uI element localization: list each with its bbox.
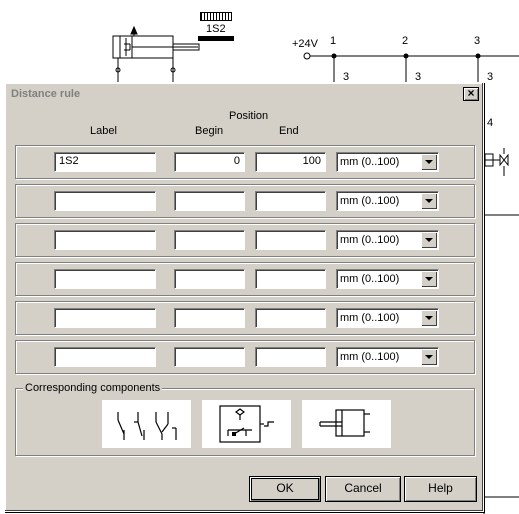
- end-field[interactable]: [255, 230, 326, 250]
- chevron-down-icon[interactable]: [421, 232, 437, 248]
- unit-select-value: mm (0..100): [340, 312, 400, 324]
- cylinder-tile[interactable]: [302, 400, 391, 448]
- unit-select-value: mm (0..100): [340, 156, 400, 168]
- proximity-sensor-icon: [219, 405, 274, 443]
- distance-rule-dialog: Distance rule × Position Label Begin End…: [4, 82, 484, 512]
- chevron-down-icon[interactable]: [421, 154, 437, 170]
- unit-select[interactable]: mm (0..100): [336, 191, 439, 211]
- chevron-down-icon[interactable]: [421, 349, 437, 365]
- unit-select[interactable]: mm (0..100): [336, 269, 439, 289]
- unit-select-value: mm (0..100): [340, 351, 400, 363]
- dialog-titlebar[interactable]: Distance rule ×: [7, 85, 481, 103]
- unit-select-value: mm (0..100): [340, 195, 400, 207]
- close-button[interactable]: ×: [463, 87, 479, 101]
- rule-row-2: mm (0..100): [15, 184, 475, 218]
- label-field[interactable]: [54, 269, 156, 289]
- branch-label-1: 3: [343, 71, 350, 83]
- unit-select[interactable]: mm (0..100): [336, 347, 439, 367]
- position-header: Position: [229, 110, 269, 122]
- label-field[interactable]: [54, 230, 156, 250]
- begin-field[interactable]: [174, 230, 245, 250]
- rule-row-1: 1S2 0 100 mm (0..100): [15, 145, 475, 179]
- proximity-sensor-tile[interactable]: [202, 400, 291, 448]
- begin-field[interactable]: [174, 269, 245, 289]
- switch-label: 1S2: [206, 23, 226, 35]
- branch-label-3: 3: [487, 71, 494, 83]
- unit-select[interactable]: mm (0..100): [336, 152, 439, 172]
- end-field[interactable]: [255, 308, 326, 328]
- node-label-1: 1: [330, 35, 337, 47]
- chevron-down-icon[interactable]: [421, 193, 437, 209]
- unit-select[interactable]: mm (0..100): [336, 230, 439, 250]
- end-field[interactable]: [255, 347, 326, 367]
- label-header: Label: [90, 125, 117, 137]
- close-icon: ×: [467, 86, 475, 100]
- switch-contacts-icon: [117, 412, 177, 440]
- cylinder-icon: [319, 409, 370, 437]
- help-button[interactable]: Help: [404, 476, 477, 502]
- end-field[interactable]: 100: [255, 152, 326, 172]
- right-label: 4: [487, 117, 494, 129]
- label-field[interactable]: [54, 347, 156, 367]
- valve-symbol: [484, 148, 509, 176]
- unit-select-value: mm (0..100): [340, 234, 400, 246]
- supply-label: +24V: [292, 38, 318, 50]
- cylinder-symbol: [112, 25, 200, 82]
- begin-field[interactable]: [174, 308, 245, 328]
- label-field[interactable]: [54, 308, 156, 328]
- rule-row-5: mm (0..100): [15, 301, 475, 335]
- unit-select-value: mm (0..100): [340, 273, 400, 285]
- rule-row-3: mm (0..100): [15, 223, 475, 257]
- supply-rail: [303, 52, 519, 514]
- end-field[interactable]: [255, 269, 326, 289]
- end-header: End: [279, 125, 299, 137]
- begin-field[interactable]: 0: [174, 152, 245, 172]
- corresponding-components-group: Corresponding components: [15, 382, 475, 456]
- sensor-marker: [198, 36, 234, 41]
- unit-select[interactable]: mm (0..100): [336, 308, 439, 328]
- label-field[interactable]: 1S2: [54, 152, 156, 172]
- rule-row-6: mm (0..100): [15, 340, 475, 374]
- label-field[interactable]: [54, 191, 156, 211]
- chevron-down-icon[interactable]: [421, 271, 437, 287]
- rule-row-4: mm (0..100): [15, 262, 475, 296]
- cancel-button[interactable]: Cancel: [325, 476, 401, 502]
- ok-button[interactable]: OK: [249, 476, 321, 502]
- branch-label-2: 3: [415, 71, 422, 83]
- begin-field[interactable]: [174, 191, 245, 211]
- node-label-2: 2: [402, 35, 409, 47]
- node-label-3: 3: [474, 35, 481, 47]
- begin-header: Begin: [195, 125, 224, 137]
- components-legend: Corresponding components: [23, 382, 163, 394]
- dialog-title: Distance rule: [11, 88, 81, 100]
- scale-icon: [200, 12, 232, 21]
- chevron-down-icon[interactable]: [421, 310, 437, 326]
- switch-contacts-tile[interactable]: [102, 400, 191, 448]
- begin-field[interactable]: [174, 347, 245, 367]
- end-field[interactable]: [255, 191, 326, 211]
